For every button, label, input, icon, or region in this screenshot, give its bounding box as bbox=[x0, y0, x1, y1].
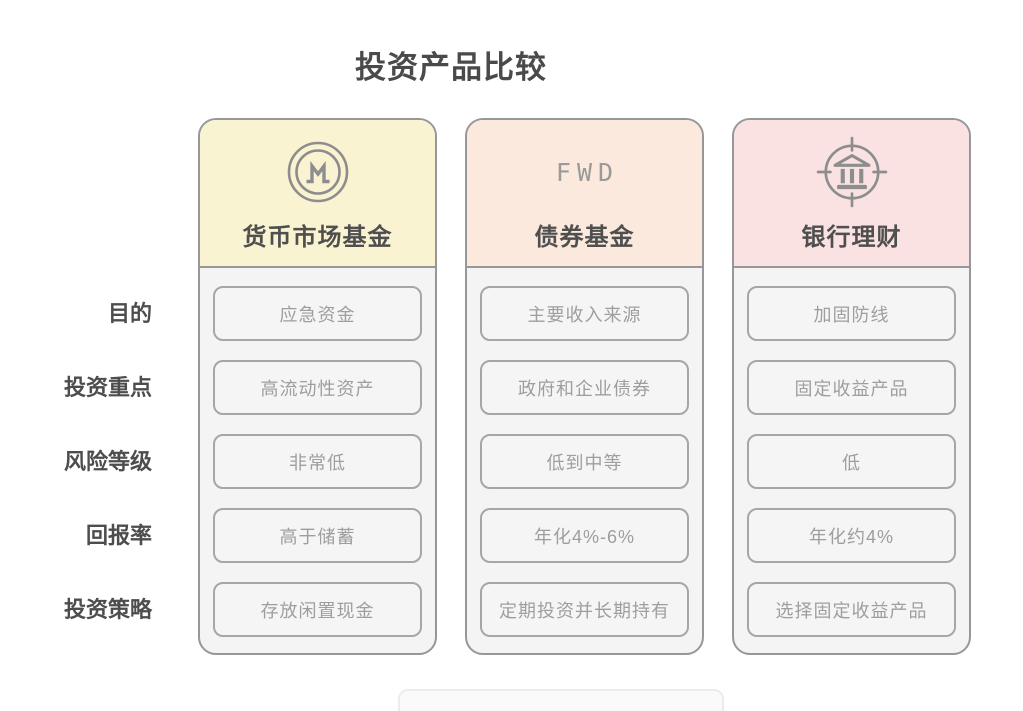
cell-risk: 低 bbox=[747, 434, 956, 489]
column-bank-header: 银行理财 bbox=[734, 120, 969, 268]
column-title: 货币市场基金 bbox=[242, 224, 393, 251]
cell-strategy: 定期投资并长期持有 bbox=[480, 582, 689, 637]
cell-strategy: 选择固定收益产品 bbox=[747, 582, 956, 637]
cell-return: 高于储蓄 bbox=[213, 508, 422, 563]
cell-purpose: 加固防线 bbox=[747, 286, 956, 341]
row-label-rail: 目的 投资重点 风险等级 回报率 投资策略 bbox=[0, 0, 152, 694]
row-label-strategy: 投资策略 bbox=[63, 597, 152, 622]
monero-m-icon bbox=[286, 120, 350, 224]
cell-risk: 低到中等 bbox=[480, 434, 689, 489]
row-label-focus: 投资重点 bbox=[63, 375, 152, 400]
row-label-risk: 风险等级 bbox=[63, 449, 152, 474]
column-title: 银行理财 bbox=[801, 224, 902, 251]
column-money-market-fund: 货币市场基金 应急资金 高流动性资产 非常低 高于储蓄 存放闲置现金 bbox=[198, 118, 437, 655]
cell-risk: 非常低 bbox=[213, 434, 422, 489]
row-label-purpose: 目的 bbox=[107, 301, 152, 326]
fwd-wordmark: FWD bbox=[550, 120, 619, 224]
cell-return: 年化4%-6% bbox=[480, 508, 689, 563]
column-bond-header: FWD 债券基金 bbox=[467, 120, 702, 268]
cell-strategy: 存放闲置现金 bbox=[213, 582, 422, 637]
cell-focus: 固定收益产品 bbox=[747, 360, 956, 415]
cell-focus: 高流动性资产 bbox=[213, 360, 422, 415]
fwd-logo-text: FWD bbox=[555, 157, 620, 187]
cell-purpose: 应急资金 bbox=[213, 286, 422, 341]
page-title: 投资产品比较 bbox=[355, 50, 547, 85]
partial-box-cut-off-bottom bbox=[398, 689, 724, 711]
cell-return: 年化约4% bbox=[747, 508, 956, 563]
cell-purpose: 主要收入来源 bbox=[480, 286, 689, 341]
column-body: 主要收入来源 政府和企业债券 低到中等 年化4%-6% 定期投资并长期持有 bbox=[467, 268, 702, 653]
column-title: 债券基金 bbox=[534, 224, 635, 251]
row-label-return: 回报率 bbox=[85, 523, 152, 548]
column-bond-fund: FWD 债券基金 主要收入来源 政府和企业债券 低到中等 年化4%-6% 定期投… bbox=[465, 118, 704, 655]
cell-focus: 政府和企业债券 bbox=[480, 360, 689, 415]
bank-target-icon bbox=[815, 120, 889, 224]
column-body: 应急资金 高流动性资产 非常低 高于储蓄 存放闲置现金 bbox=[200, 268, 435, 653]
column-money-market-header: 货币市场基金 bbox=[200, 120, 435, 268]
column-body: 加固防线 固定收益产品 低 年化约4% 选择固定收益产品 bbox=[734, 268, 969, 653]
column-bank-wealth: 银行理财 加固防线 固定收益产品 低 年化约4% 选择固定收益产品 bbox=[732, 118, 971, 655]
